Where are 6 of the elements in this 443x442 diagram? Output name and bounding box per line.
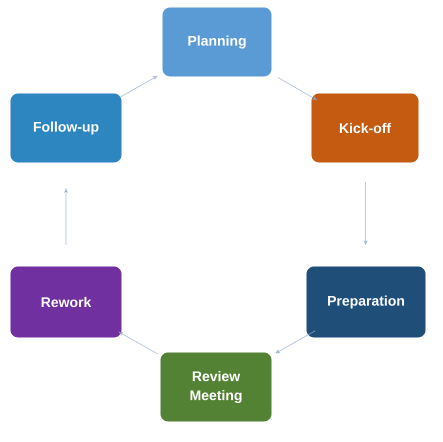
process-box: Rework: [10, 266, 122, 338]
process-box: Follow-up: [10, 92, 122, 164]
process-box: Review Meeting: [160, 352, 272, 422]
process-box: Preparation: [306, 266, 426, 338]
process-box: Planning: [162, 6, 272, 78]
process-box: Kick-off: [310, 92, 420, 164]
